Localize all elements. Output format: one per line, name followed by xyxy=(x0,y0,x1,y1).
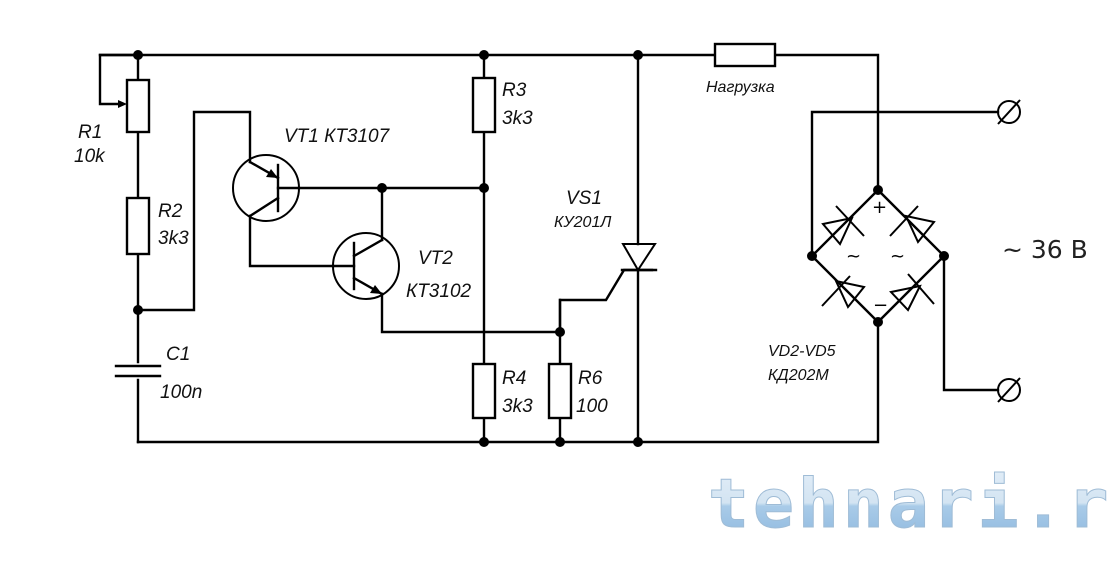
wire-vt1-collector-to-vt2-base xyxy=(248,214,335,268)
vt1-collector-lead xyxy=(248,196,280,218)
diode-vd5 xyxy=(889,273,935,312)
r2-body xyxy=(125,196,151,256)
vt1-pnp-transistor: VT1 КТ3107 xyxy=(232,126,391,222)
vs1-ref-label: VS1 xyxy=(566,188,602,209)
r4-value-label: 3k3 xyxy=(502,396,533,417)
load-resistor: Нагрузка xyxy=(706,42,777,96)
r6-value-label: 100 xyxy=(576,396,608,417)
vt2-ref-label: VT2 xyxy=(418,248,453,269)
terminal-circle-icon xyxy=(997,100,1021,124)
c1-value-label: 100n xyxy=(160,382,202,403)
junction-dot xyxy=(479,183,489,193)
wire-ac-top xyxy=(810,110,1000,258)
r1-body xyxy=(125,78,151,134)
diode-bridge: + − ~ ~ VD2-VD5 КД202М xyxy=(768,188,946,384)
r3-body xyxy=(471,76,497,134)
vs1-part-label: КУ201Л xyxy=(554,214,611,231)
junction-dot xyxy=(873,317,883,327)
wire-ac-bottom xyxy=(942,254,1000,392)
junction-dot xyxy=(555,327,565,337)
r1-potentiometer: R1 10k xyxy=(74,78,151,167)
watermark-logo: tehnari.ru xyxy=(708,465,1109,544)
vt2-emitter-arrow-icon xyxy=(370,285,382,294)
wire-bottom-rail xyxy=(136,320,880,444)
bridge-minus-sign: − xyxy=(873,295,888,316)
junction-dot xyxy=(633,50,643,60)
vs1-thyristor: VS1 КУ201Л xyxy=(554,188,658,272)
wire-top-rail xyxy=(98,53,880,192)
r1-ref-label: R1 xyxy=(78,122,102,143)
c1-ref-label: C1 xyxy=(166,344,190,365)
junction-dot xyxy=(479,437,489,447)
wire-r1-wiper-loop xyxy=(98,53,140,106)
r4-resistor: R4 3k3 xyxy=(471,362,533,420)
vt1-label: VT1 КТ3107 xyxy=(284,126,391,147)
r6-resistor: R6 100 xyxy=(547,362,608,420)
vt2-collector-lead xyxy=(352,238,384,258)
junction-dot xyxy=(133,305,143,315)
junction-dot xyxy=(133,50,143,60)
junction-dot xyxy=(939,251,949,261)
vs1-triangle xyxy=(621,243,657,272)
junction-dot xyxy=(873,185,883,195)
junction-dot xyxy=(377,183,387,193)
ac-terminal-top xyxy=(997,99,1021,125)
junction-dot xyxy=(555,437,565,447)
junction-dot xyxy=(633,437,643,447)
bridge-part-label: КД202М xyxy=(768,367,829,384)
r2-resistor: R2 3k3 xyxy=(125,196,189,256)
ac-terminal-bottom xyxy=(997,377,1021,403)
r6-ref-label: R6 xyxy=(578,368,603,389)
bridge-ac-sign-left: ~ xyxy=(846,246,861,267)
junction-dot xyxy=(479,50,489,60)
r1-value-label: 10k xyxy=(74,146,106,167)
terminal-slash xyxy=(997,99,1021,125)
r2-value-label: 3k3 xyxy=(158,228,189,249)
bridge-plus-sign: + xyxy=(872,197,887,218)
supply-voltage-label: ~ 36 В xyxy=(1002,235,1088,264)
r4-ref-label: R4 xyxy=(502,368,526,389)
junction-dot xyxy=(807,251,817,261)
junction-dots xyxy=(133,50,949,447)
wires xyxy=(98,53,1000,444)
r4-body xyxy=(471,362,497,420)
diode-vd2 xyxy=(821,205,865,246)
c1-capacitor: C1 100n xyxy=(114,344,202,403)
r3-ref-label: R3 xyxy=(502,80,527,101)
r2-ref-label: R2 xyxy=(158,201,183,222)
wire-rc-node-to-vt1-emitter xyxy=(136,110,252,312)
bridge-ac-sign-right: ~ xyxy=(890,246,905,267)
bridge-ref-label: VD2-VD5 xyxy=(768,343,836,360)
vt2-part-label: КТ3102 xyxy=(406,281,472,302)
r3-value-label: 3k3 xyxy=(502,108,533,129)
terminal-slash xyxy=(997,377,1021,403)
terminal-circle-icon xyxy=(997,378,1021,402)
r1-wiper-arrow-icon xyxy=(118,100,127,108)
load-label: Нагрузка xyxy=(706,79,775,96)
r3-resistor: R3 3k3 xyxy=(471,76,533,134)
r6-body xyxy=(547,362,573,420)
vt1-emitter-arrow-icon xyxy=(266,169,278,178)
diode-vd3 xyxy=(889,205,936,244)
diode-vd4 xyxy=(821,275,866,309)
vt2-npn-transistor: VT2 КТ3102 xyxy=(331,232,472,302)
load-body xyxy=(713,42,777,68)
wire-vt2-emitter-to-gate-node xyxy=(380,292,562,334)
